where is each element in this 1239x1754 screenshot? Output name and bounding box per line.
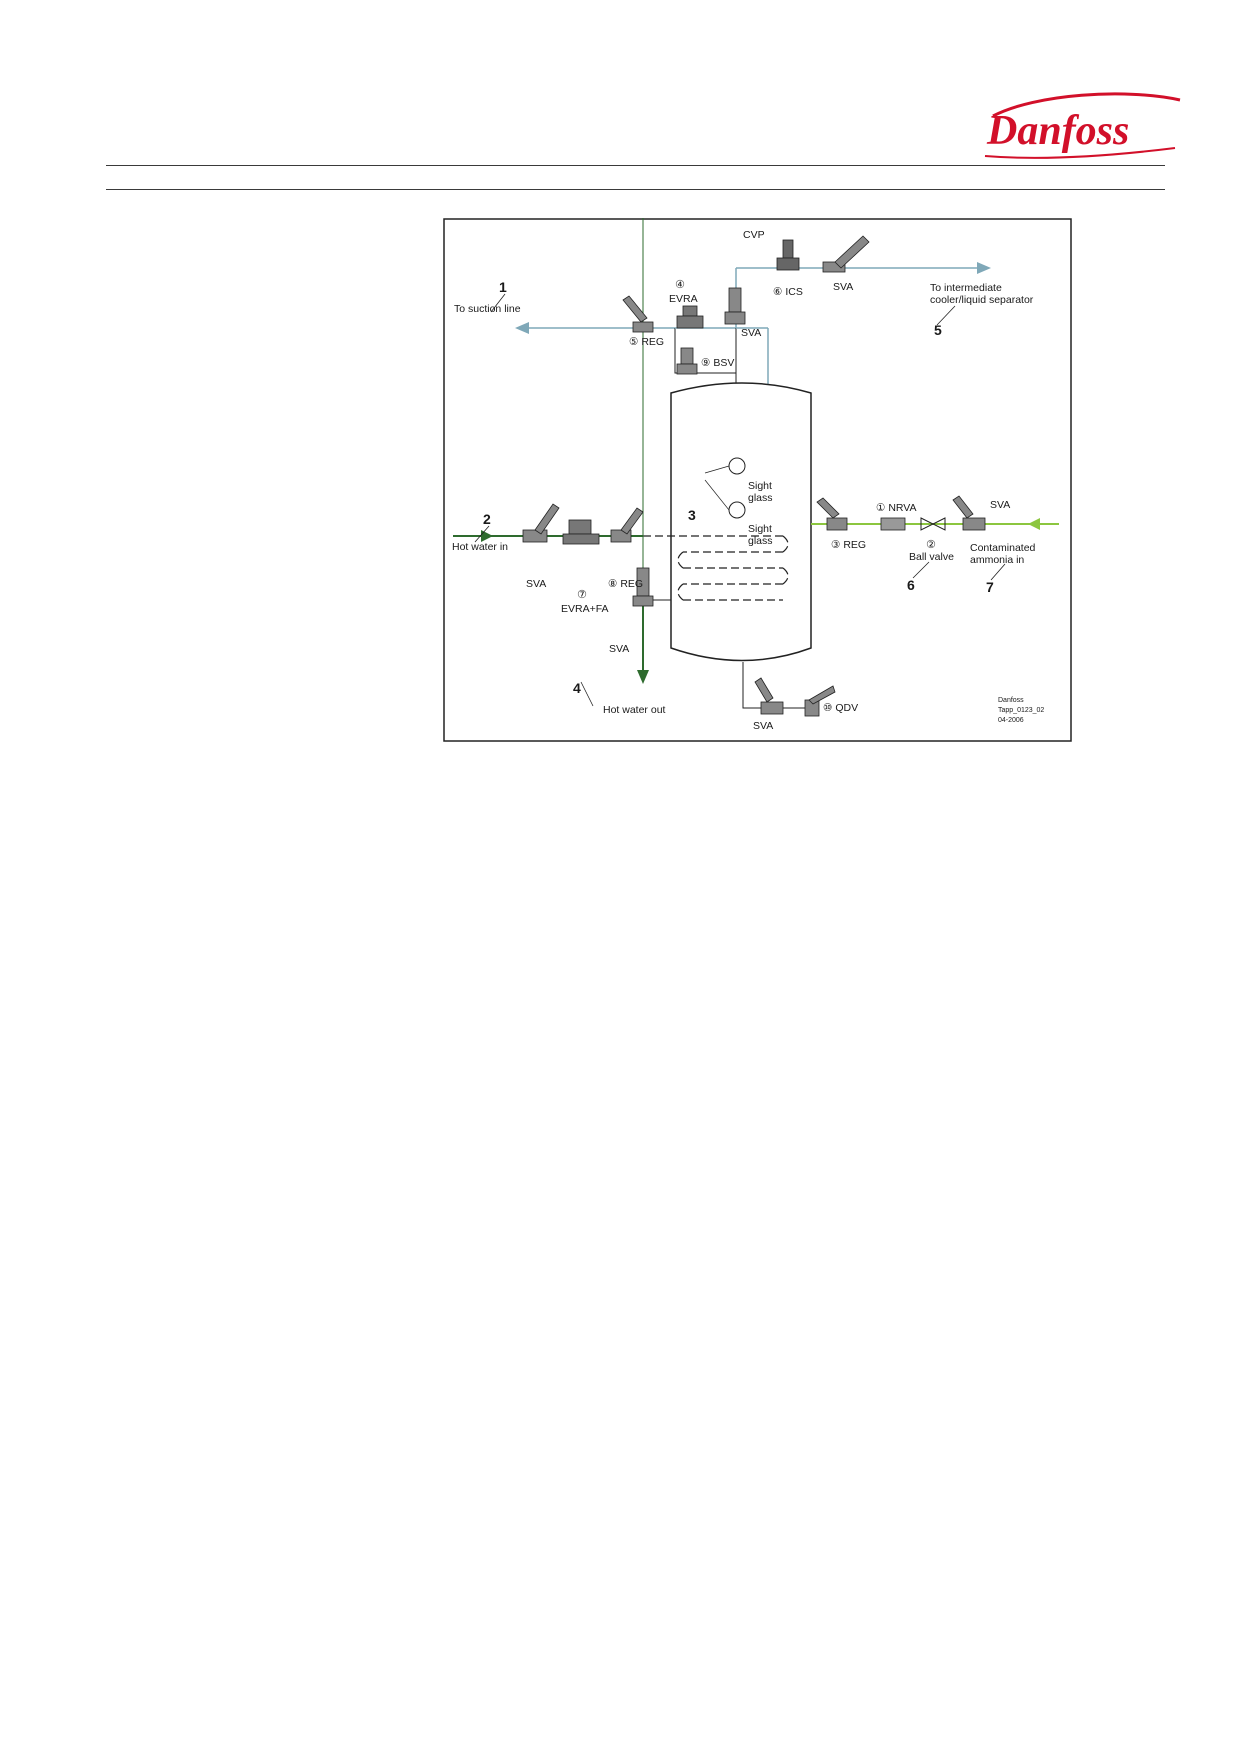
callout-5: 5 xyxy=(934,322,942,338)
label-reg-hot: ⑧ REG xyxy=(608,578,643,590)
label-evra-fa-num: ⑦ xyxy=(577,589,587,601)
label-sva-top-mid: SVA xyxy=(741,327,761,339)
valve-nrva-icon xyxy=(880,517,906,531)
callout-3: 3 xyxy=(688,507,696,523)
header-rule-bottom xyxy=(106,189,1165,190)
valve-ball-icon xyxy=(920,517,946,531)
label-sva-bottom: SVA xyxy=(753,720,773,732)
label-sva-right: SVA xyxy=(990,499,1010,511)
label-sva-hot-in: SVA xyxy=(526,578,546,590)
label-qdv: ⑩ QDV xyxy=(823,702,858,714)
label-reg-top: ⑤ REG xyxy=(629,336,664,348)
label-hot-water-out: Hot water out xyxy=(603,704,666,716)
header-rule-top xyxy=(106,165,1165,166)
vessel xyxy=(670,382,812,662)
brand-name: Danfoss xyxy=(986,108,1129,154)
reg-bypass-line xyxy=(674,328,736,374)
valve-sva-bottom-icon xyxy=(754,677,784,715)
valve-sva-hot-out-icon xyxy=(632,567,654,607)
valve-sva-right-icon xyxy=(952,495,986,531)
callout-4: 4 xyxy=(573,680,581,696)
label-ics: ⑥ ICS xyxy=(773,286,803,298)
label-ball-valve: Ball valve xyxy=(909,551,954,563)
label-sva-hot-out: SVA xyxy=(609,643,629,655)
label-nrva: ① NRVA xyxy=(876,502,917,514)
valve-sva-hot-in-icon xyxy=(522,503,560,543)
stamp-line-3: 04-2006 xyxy=(998,717,1024,724)
label-evra-top-num: ④ xyxy=(675,279,685,291)
label-evra-fa: EVRA+FA xyxy=(561,603,609,615)
valve-reg-hot-icon xyxy=(610,507,644,543)
stamp-line-1: Danfoss xyxy=(998,697,1024,704)
suction-arrow xyxy=(515,322,529,334)
label-sight-glass-1a: Sight xyxy=(748,480,772,492)
callout-2: 2 xyxy=(483,511,491,527)
callout-7: 7 xyxy=(986,579,994,595)
label-evra-top: EVRA xyxy=(669,293,698,305)
sight-glass-2 xyxy=(728,501,746,519)
valve-evra-top-icon xyxy=(676,305,704,329)
label-to-suction-line: To suction line xyxy=(454,303,521,315)
valve-reg-top-icon xyxy=(622,295,654,333)
callout-6: 6 xyxy=(907,577,915,593)
label-sva-top-right: SVA xyxy=(833,281,853,293)
label-contaminated-2: ammonia in xyxy=(970,554,1024,566)
valve-reg-right-icon xyxy=(816,497,848,531)
label-hot-water-in: Hot water in xyxy=(452,541,508,553)
label-bsv: ⑨ BSV xyxy=(701,357,734,369)
valve-qdv-icon xyxy=(804,685,836,717)
ammonia-in-arrow xyxy=(1028,518,1040,530)
valve-evra-fa-icon xyxy=(562,519,600,545)
hot-water-out-arrow xyxy=(637,670,649,684)
label-to-intermediate-2: cooler/liquid separator xyxy=(930,294,1034,306)
valve-sva-top-right-icon xyxy=(822,235,870,273)
valve-sva-top-mid-icon xyxy=(724,287,746,325)
label-sight-glass-1b: glass xyxy=(748,492,773,504)
drain-line xyxy=(742,662,808,709)
heating-coil xyxy=(643,535,789,601)
label-ball-valve-num: ② xyxy=(926,539,936,551)
valve-cvp-ics-icon xyxy=(776,239,800,271)
label-contaminated-1: Contaminated xyxy=(970,542,1036,554)
valve-bsv-icon xyxy=(676,347,698,375)
hot-water-in-arrow xyxy=(481,530,493,542)
label-reg-right: ③ REG xyxy=(831,539,866,551)
sight-glass-1 xyxy=(728,457,746,475)
label-sight-glass-2b: glass xyxy=(748,535,773,547)
label-cvp: CVP xyxy=(743,229,765,241)
purge-system-diagram: To suction line To intermediate cooler/l… xyxy=(443,218,1072,742)
intermediate-arrow xyxy=(977,262,991,274)
danfoss-logo: Danfoss xyxy=(984,92,1181,159)
callout-1: 1 xyxy=(499,279,507,295)
stamp-line-2: Tapp_0123_02 xyxy=(998,707,1044,714)
callout-leaders xyxy=(474,293,1006,707)
label-sight-glass-2a: Sight xyxy=(748,523,772,535)
label-to-intermediate-1: To intermediate xyxy=(930,282,1002,294)
